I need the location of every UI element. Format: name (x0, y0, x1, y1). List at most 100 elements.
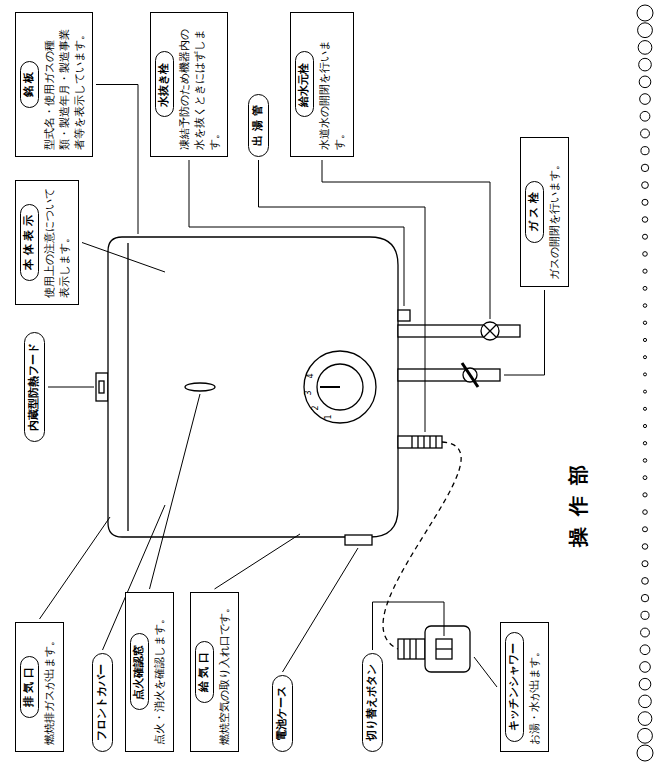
part-name: 給水元栓 (295, 52, 314, 118)
callout-box: キッチンシャワーお湯・水が出ます。 (500, 622, 549, 752)
decor-circle (643, 459, 647, 463)
callout-box: 水抜き栓凍結予防のため機器内の水を抜くときにはずします。 (150, 12, 228, 157)
decor-circle (640, 645, 650, 655)
decor-circle (641, 147, 649, 155)
decor-circle (643, 304, 647, 308)
leader-line (259, 160, 426, 432)
part-name: 本 体 表 示 (20, 204, 39, 282)
dial-pointer (320, 386, 340, 388)
switch-button (436, 639, 452, 659)
callout-pill: 電池ケース (272, 675, 293, 752)
part-name: 出 湯 管 (251, 105, 266, 146)
leader-line (48, 387, 94, 388)
part-name: 給 気 口 (195, 641, 214, 704)
decor-circle (642, 234, 647, 239)
callout-box: ガ ス 栓ガスの開閉を行います。 (520, 137, 569, 287)
part-description: 点火・消火を確認します。 (153, 599, 168, 745)
decor-circle (641, 129, 650, 138)
part-description: 使用上の注意について表示します。 (43, 187, 73, 298)
decor-circle (642, 199, 648, 205)
decor-circle (643, 407, 646, 410)
water-valve (481, 322, 499, 340)
leader-line (215, 534, 301, 589)
decor-circle (642, 527, 647, 532)
shower-thread (404, 639, 416, 659)
decor-circle (643, 321, 646, 324)
water-pipe (398, 325, 520, 337)
decor-circle (643, 442, 646, 445)
decor-circle (638, 23, 653, 38)
gas-pipe (398, 369, 500, 381)
decor-circle (638, 728, 653, 743)
dial-number: 3 (305, 390, 313, 395)
leader-line (504, 290, 545, 375)
part-description: 燃焼空気の取り入れ口です。 (218, 599, 233, 745)
decor-circle (639, 76, 651, 88)
callout-box: 本 体 表 示使用上の注意について表示します。 (15, 180, 79, 305)
leader-line (373, 602, 445, 650)
decor-circle (643, 286, 647, 290)
decor-circle (641, 611, 649, 619)
decor-circle (641, 164, 648, 171)
part-name: 銘 板 (20, 61, 39, 109)
part-name: 点火確認窓 (130, 634, 149, 711)
dial-ring (304, 351, 376, 423)
decor-circle (641, 628, 650, 637)
decor-circle (638, 712, 652, 726)
decor-circle (642, 561, 648, 567)
leader-line (322, 160, 490, 319)
decor-circle (640, 111, 650, 121)
part-name: フロントカバー (95, 664, 110, 741)
decor-circle (641, 594, 648, 601)
decor-circle (643, 252, 648, 257)
callout-box: 点火確認窓点火・消火を確認します。 (125, 592, 174, 752)
decor-circle (640, 662, 651, 673)
part-description: お湯・水が出ます。 (528, 629, 543, 745)
callout-pill: 内蔵型防熱フード (24, 332, 45, 442)
decor-circle (637, 5, 653, 21)
part-description: 水道水の開閉を行います。 (318, 19, 348, 150)
part-description: 凍結予防のため機器内の水を抜くときにはずします。 (178, 19, 223, 150)
outlet-thread (412, 436, 436, 448)
decor-circle (639, 678, 651, 690)
callout-box: 銘 板型式名・使用ガスの種類・製造年月・製造事業者等を表示しています。 (15, 12, 93, 157)
hood-slot (99, 381, 104, 393)
decor-circle (637, 745, 653, 761)
decor-circle (638, 41, 652, 55)
leader-line (283, 548, 359, 672)
dial-number: 2 (312, 405, 320, 410)
part-name: 電池ケース (275, 686, 290, 741)
callout-box: 給 気 口燃焼空気の取り入れ口です。 (190, 592, 239, 752)
shower-head (425, 626, 470, 672)
decor-circle (642, 578, 649, 585)
dial-number: 1 (325, 414, 333, 419)
leader-line (150, 394, 201, 589)
decor-circle (643, 373, 646, 376)
decor-circle (642, 182, 649, 189)
dial-knob (317, 364, 363, 410)
decor-circle (643, 338, 646, 341)
hood-tab (96, 373, 108, 401)
leader-line (40, 517, 111, 619)
part-name: 切り替えボタン (365, 664, 380, 741)
decor-circle (643, 269, 647, 273)
shower-fitting (398, 639, 425, 659)
decor-circle (643, 424, 646, 427)
part-name: ガ ス 栓 (525, 181, 544, 244)
callout-pill: 切り替えボタン (362, 653, 383, 752)
decor-circle (643, 390, 646, 393)
water-valve-cross (484, 325, 496, 337)
drain-plug (398, 310, 410, 321)
heater-body (108, 237, 398, 537)
decor-circle (643, 356, 646, 359)
leader-line (96, 85, 138, 235)
callout-box: 給水元栓水道水の開閉を行います。 (290, 12, 354, 157)
part-description: 燃焼排ガスが出ます。 (43, 629, 58, 745)
part-name: キッチンシャワー (505, 632, 524, 742)
part-name: 水抜き栓 (155, 52, 174, 118)
front-cover-seam (127, 243, 128, 531)
decor-circle (639, 58, 652, 71)
section-title: 操 作 部 (568, 463, 588, 547)
leader-line (82, 243, 165, 273)
decor-circle (643, 510, 648, 515)
